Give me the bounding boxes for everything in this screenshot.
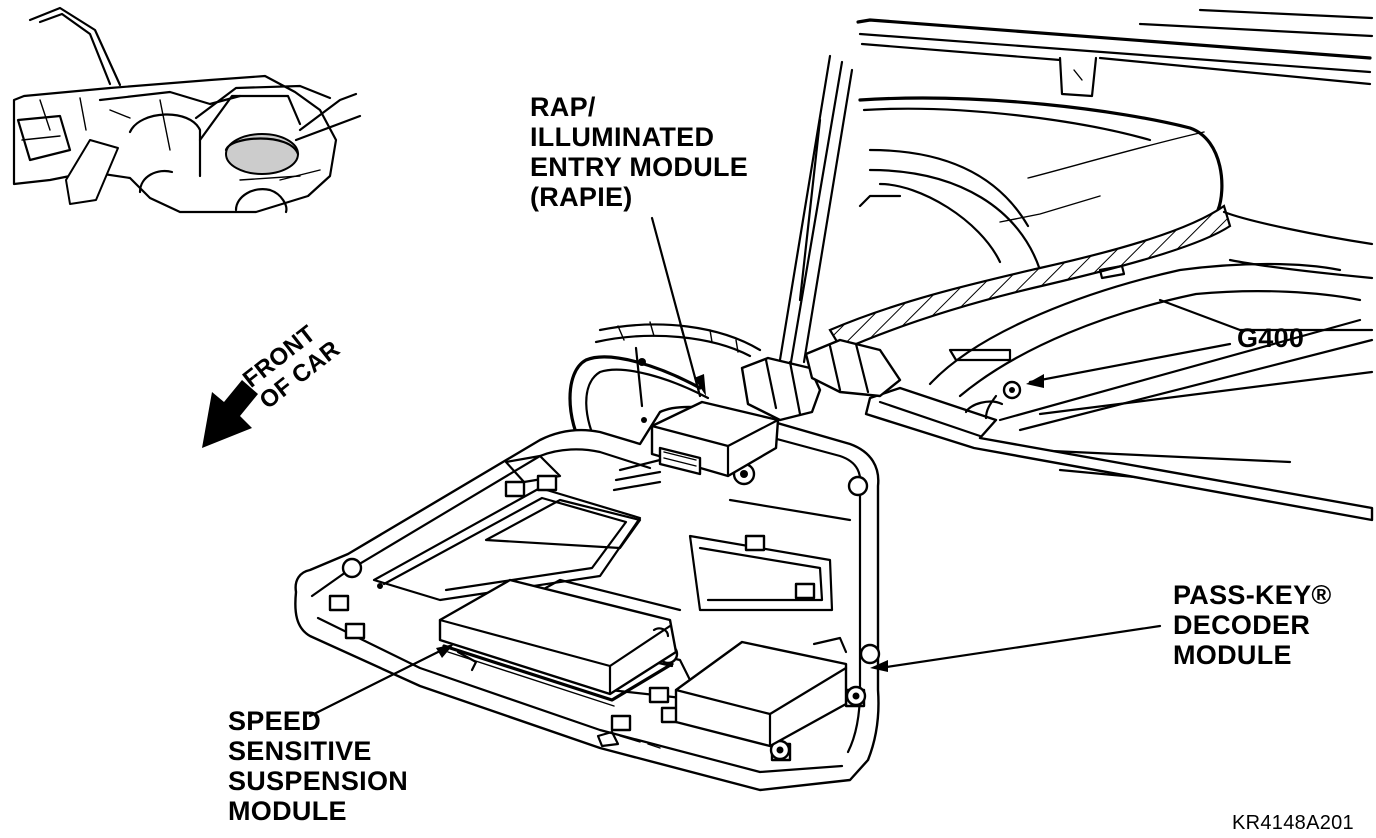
suspension-module-label: SPEED SENSITIVE SUSPENSION MODULE (228, 706, 408, 826)
rapie-label-line-2: ILLUMINATED (530, 122, 715, 152)
rapie-label-line-4: (RAPIE) (530, 182, 633, 212)
suspension-label-line-3: SUSPENSION (228, 766, 409, 796)
callout-leaders (294, 114, 1232, 718)
suspension-label-line-2: SENSITIVE (228, 736, 372, 766)
passkey-label-line-2: DECODER (1173, 610, 1311, 640)
suspension-module (438, 578, 678, 707)
passkey-decoder-module (674, 636, 848, 748)
leader-rapie (650, 216, 702, 398)
rapie-module (612, 400, 780, 492)
passkey-label-line-1: PASS-KEY® (1173, 580, 1332, 610)
leader-g400 (1028, 342, 1232, 384)
leader-passkey (878, 624, 1162, 670)
suspension-label-line-1: SPEED (228, 706, 322, 736)
passkey-decoder-label: PASS-KEY® DECODER MODULE (1173, 580, 1332, 670)
vehicle-body-structure (776, 8, 1374, 522)
rapie-label-line-3: ENTRY MODULE (530, 152, 749, 182)
rapie-label-line-1: RAP/ (530, 92, 596, 122)
suspension-label-line-4: MODULE (228, 796, 347, 826)
passkey-label-line-3: MODULE (1173, 640, 1292, 670)
g400-label: G400 (1237, 323, 1305, 353)
leader-suspension (308, 646, 448, 718)
front-of-car-arrow-icon (202, 380, 258, 448)
car-locator-thumbnail (12, 6, 358, 214)
g400-ground-stud (984, 380, 1022, 420)
figure-code: KR4148A201 (1232, 812, 1354, 834)
leader-locator (294, 114, 362, 142)
rapie-module-label: RAP/ ILLUMINATED ENTRY MODULE (RAPIE) (530, 92, 748, 212)
